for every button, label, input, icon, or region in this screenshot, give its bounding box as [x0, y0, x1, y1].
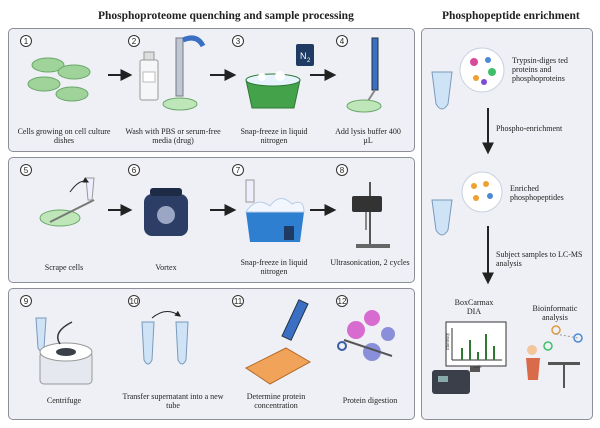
vortex-icon: [144, 188, 188, 236]
step-label-5: Scrape cells: [44, 263, 84, 272]
spectrum-monitor-icon: [445, 321, 507, 372]
step-label-3: Snap-freeze in liquid nitrogen: [240, 127, 308, 146]
scrape-icon: [39, 177, 95, 227]
protein-digestion-icon: [337, 310, 395, 361]
spectrum-y-axis-label: intensity: [446, 332, 451, 350]
lcms-label: Subject samples to LC-MS analysis: [496, 250, 583, 269]
step-number-8: 8: [336, 164, 348, 176]
step-label-7: Snap-freeze in liquid nitrogen: [240, 258, 308, 277]
enriched-peptides-icon: [461, 171, 503, 213]
step-number-6: 6: [128, 164, 140, 176]
step-label-1: Cells growing on cell culture dishes: [17, 127, 111, 146]
step-label-10: Transfer supernatant into a new tube: [122, 392, 224, 411]
lysis-pipette-icon: [346, 37, 382, 113]
dia-label: BoxCarmax DIA: [454, 298, 494, 317]
enriched-label: Enriched phosphopeptides: [510, 184, 564, 203]
step-number-2: 2: [128, 35, 140, 47]
step-number-11: 11: [232, 295, 244, 307]
centrifuge-icon: [35, 317, 93, 385]
analyst-figure-icon: [526, 325, 583, 388]
mass-spectrometer-icon: [432, 370, 470, 394]
digest-proteins-icon: [459, 47, 505, 93]
ice-bath-icon: [245, 179, 305, 242]
step-number-1: 1: [20, 35, 32, 47]
step-label-11: Determine protein concentration: [246, 392, 306, 411]
step-number-5: 5: [20, 164, 32, 176]
digest-tube-icon: [431, 71, 453, 110]
liquid-nitrogen-bucket-icon: N 2: [245, 44, 314, 109]
dish-icon: [162, 97, 198, 111]
step-number-7: 7: [232, 164, 244, 176]
step-number-12: 12: [336, 295, 348, 307]
transfer-tubes-icon: [141, 310, 189, 365]
step-label-8: Ultrasonication, 2 cycles: [330, 258, 410, 267]
bioinformatic-label: Bioinformatic analysis: [532, 304, 578, 323]
phospho-enrichment-label: Phospho-enrichment: [496, 124, 563, 133]
wash-bottle-icon: [139, 51, 159, 101]
right-section-title: Phosphopeptide enrichment: [442, 10, 580, 22]
left-section-title: Phosphoproteome quenching and sample pro…: [98, 10, 354, 22]
pipette-icon: [175, 35, 206, 97]
protein-assay-plate-icon: [245, 299, 312, 385]
nitrogen-subscript: 2: [307, 58, 311, 64]
step-number-3: 3: [232, 35, 244, 47]
ultrasonicator-icon: [352, 182, 390, 248]
step-number-9: 9: [20, 295, 32, 307]
enriched-tube-icon: [431, 199, 453, 236]
step-label-12: Protein digestion: [342, 396, 398, 405]
panel-row-2: [8, 157, 415, 283]
step-label-2: Wash with PBS or serum-free media (drug): [125, 127, 221, 146]
spectrum-x-axis-label: m/z: [474, 365, 482, 370]
nitrogen-symbol: N: [300, 51, 307, 61]
step-number-4: 4: [336, 35, 348, 47]
step-label-6: Vortex: [155, 263, 177, 272]
step-label-9: Centrifuge: [46, 396, 82, 405]
culture-dishes-icon: [27, 57, 91, 102]
step-number-10: 10: [128, 295, 140, 307]
digest-label: Trypsin-diges ted proteins and phosphopr…: [512, 56, 568, 84]
step-label-4: Add lysis buffer 400 µL: [335, 127, 401, 146]
